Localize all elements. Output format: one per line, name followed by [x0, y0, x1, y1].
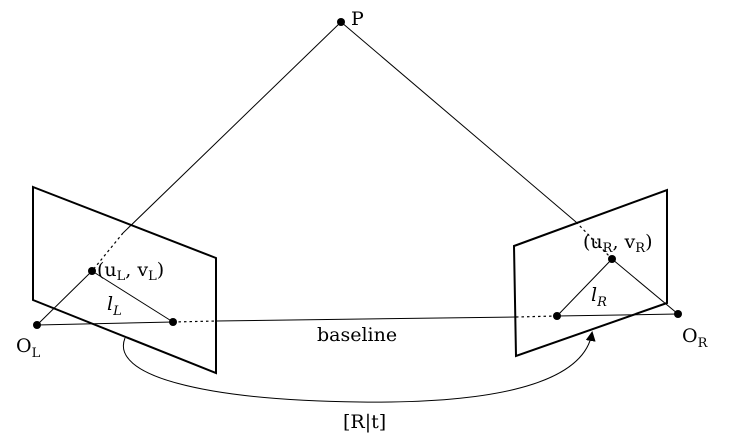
baseline-middle-segment: [215, 316, 517, 322]
right-center-dot: [674, 310, 682, 318]
label-p: P: [351, 8, 364, 30]
label-right-epipolar-line: lR: [591, 284, 607, 310]
label-transform: [R|t]: [343, 411, 386, 433]
label-right-image-point: (uR, vR): [583, 231, 653, 256]
transform-arrow: [122, 331, 596, 403]
left-image-plane: [32, 185, 217, 375]
point-p-dot: [337, 18, 345, 26]
ray-left-center-to-image-point: [36, 270, 93, 326]
baseline-right-hidden: [515, 315, 558, 318]
right-image-plane: [512, 188, 668, 358]
right-epipole-dot: [553, 312, 561, 320]
label-left-image-point: (uL, vL): [97, 259, 164, 284]
baseline-left-segment: [36, 321, 174, 326]
label-left-center: OL: [16, 335, 41, 361]
ray-p-to-left-point-hidden: [91, 232, 124, 272]
ray-p-to-left-plane: [122, 21, 342, 234]
baseline-right-segment: [556, 313, 679, 317]
ray-p-to-right-plane: [340, 21, 577, 223]
left-center-dot: [33, 321, 41, 329]
label-right-center: OR: [682, 325, 709, 351]
right-epipolar-line: [556, 258, 613, 317]
left-epipole-dot: [169, 318, 177, 326]
ray-right-center-to-image-point: [611, 258, 679, 315]
baseline-left-hidden: [172, 320, 217, 323]
left-epipolar-line: [91, 270, 174, 323]
left-image-point-dot: [88, 267, 96, 275]
right-image-point-dot: [608, 255, 616, 263]
label-left-epipolar-line: lL: [107, 293, 122, 319]
label-baseline: baseline: [317, 324, 397, 346]
